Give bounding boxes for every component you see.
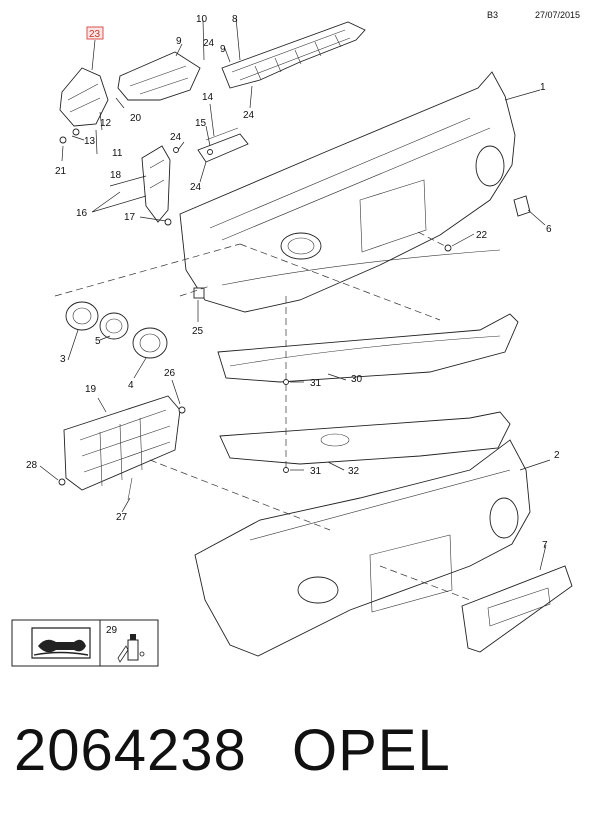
license-plate-trim[interactable] — [461, 565, 573, 653]
fog-light-lens[interactable] — [132, 327, 168, 359]
callout-23-highlight — [86, 26, 104, 40]
callout-12: 12 — [100, 118, 112, 129]
callout-22: 22 — [476, 230, 488, 241]
callout-31a: 31 — [310, 378, 322, 389]
fog-light-bezel[interactable] — [65, 301, 99, 331]
left-bumper-bracket[interactable] — [59, 67, 109, 127]
callout-19: 19 — [85, 384, 97, 395]
lower-valance[interactable] — [217, 313, 519, 383]
brand-name: OPEL — [292, 718, 451, 783]
callout-4: 4 — [128, 380, 134, 391]
legend-box: 29 — [11, 619, 159, 667]
callout-17: 17 — [124, 212, 136, 223]
callout-30: 30 — [351, 374, 363, 385]
mounting-bar[interactable] — [221, 21, 366, 89]
impact-absorber[interactable] — [63, 395, 181, 491]
spray-can-icon — [117, 634, 145, 663]
fog-light-ring[interactable] — [99, 312, 129, 340]
side-support-bracket[interactable] — [141, 145, 171, 223]
callout-29: 29 — [106, 625, 118, 636]
reflector[interactable] — [513, 195, 531, 217]
callout-24c: 24 — [170, 132, 182, 143]
callout-3: 3 — [60, 354, 66, 365]
callout-28: 28 — [26, 460, 38, 471]
assembly-guide-lines — [54, 231, 471, 601]
leader-lines — [39, 17, 551, 571]
callout-23: 23 — [89, 29, 101, 40]
callout-31b: 31 — [310, 466, 322, 477]
callout-24b: 24 — [243, 110, 255, 121]
callout-20: 20 — [130, 113, 142, 124]
callout-5: 5 — [95, 336, 101, 347]
rear-bumper-cover-upper[interactable] — [179, 71, 516, 313]
callout-9a: 9 — [176, 36, 182, 47]
part-number: 2064238 — [14, 718, 247, 783]
callout-25: 25 — [192, 326, 204, 337]
callout-24a: 24 — [203, 38, 215, 49]
callout-1: 1 — [540, 82, 546, 93]
diffuser-valance[interactable] — [219, 411, 511, 465]
callout-24d: 24 — [190, 182, 202, 193]
callout-32: 32 — [348, 466, 360, 477]
callout-26: 26 — [164, 368, 176, 379]
rear-bumper-cover-lower[interactable] — [194, 439, 531, 657]
callout-14: 14 — [202, 92, 214, 103]
callout-16: 16 — [76, 208, 88, 219]
diagram-date: 27/07/2015 — [535, 10, 581, 20]
page-code: B3 — [487, 10, 499, 20]
retaining-clip[interactable] — [193, 287, 205, 299]
callout-13: 13 — [84, 136, 96, 147]
callout-21: 21 — [55, 166, 67, 177]
callout-6: 6 — [546, 224, 552, 235]
callout-15: 15 — [195, 118, 207, 129]
center-bracket[interactable] — [197, 127, 249, 163]
wrench-book-icon — [31, 627, 91, 659]
callout-10: 10 — [196, 14, 208, 25]
callout-2: 2 — [554, 450, 560, 461]
fasteners — [58, 128, 452, 501]
callout-9b: 9 — [220, 44, 226, 55]
callout-7: 7 — [542, 540, 548, 551]
callout-11: 11 — [112, 148, 123, 159]
callout-18: 18 — [110, 170, 122, 181]
side-bracket-upper[interactable] — [117, 51, 201, 101]
callout-27: 27 — [116, 512, 128, 523]
exploded-parts-diagram: 1 2 3 4 5 6 7 8 9 9 10 11 12 13 14 15 16… — [11, 14, 573, 667]
callout-8: 8 — [232, 14, 238, 25]
